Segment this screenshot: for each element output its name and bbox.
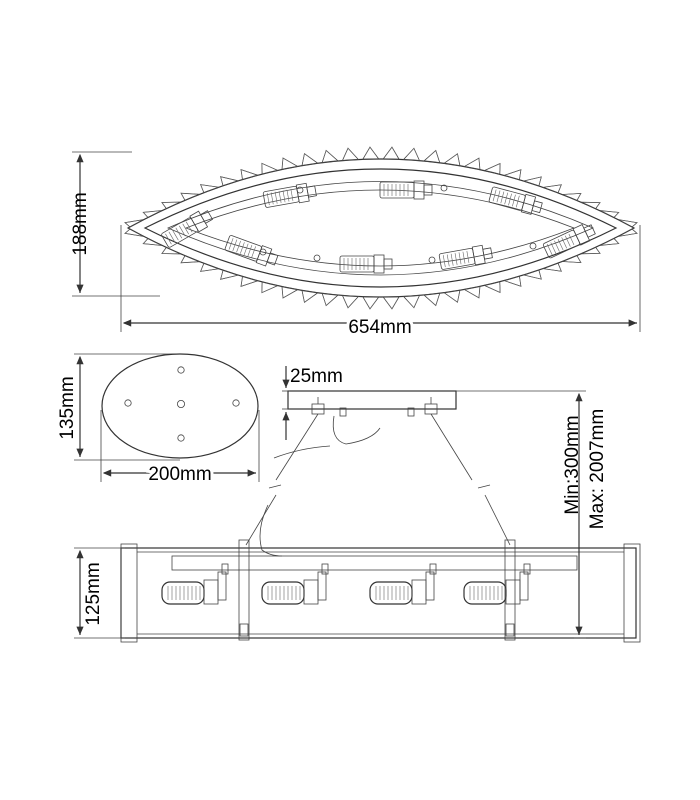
canopy-depth-label: 25mm xyxy=(290,366,343,387)
crystal-tooth xyxy=(180,255,200,264)
spotlight xyxy=(161,563,229,605)
suspension-min-label: Min:300mm xyxy=(562,415,583,514)
crystal-tooth xyxy=(341,147,360,162)
spotlight xyxy=(339,254,393,274)
crystal-tooth xyxy=(580,201,601,210)
crystal-tooth xyxy=(580,246,601,255)
canopy-height-label: 135mm xyxy=(57,376,78,439)
spotlights-side xyxy=(161,563,531,605)
fixture-top-outline xyxy=(124,146,638,310)
crystal-tooth xyxy=(362,296,380,310)
top-view: 188mm 654mm xyxy=(70,146,641,341)
canopy-width-label: 200mm xyxy=(148,464,211,485)
spotlight xyxy=(261,563,329,605)
crystal-tooth xyxy=(124,219,145,228)
canopy-height-dimension: 135mm xyxy=(57,353,180,461)
crystal-tooth xyxy=(483,162,501,175)
crystal-tooth xyxy=(124,228,145,237)
crystal-tooth xyxy=(463,157,481,171)
crystal-tooth xyxy=(161,201,182,210)
crystal-tooth xyxy=(402,147,421,162)
crystal-tooth xyxy=(321,292,340,307)
crystal-tooth xyxy=(180,192,200,201)
crystal-tooth xyxy=(422,149,441,164)
crystal-tooth xyxy=(261,281,279,294)
crystal-tooth xyxy=(463,285,481,299)
crystal-tooth xyxy=(561,192,582,201)
spotlight xyxy=(161,210,214,248)
crystal-tooth xyxy=(617,228,638,237)
spotlight xyxy=(463,563,531,605)
body-height-label: 125mm xyxy=(83,562,104,625)
spotlight xyxy=(262,182,317,208)
crystal-tooth xyxy=(402,294,421,309)
suspension-dimension: Min:300mm Max: 2007mm xyxy=(456,390,608,639)
top-width-dimension: 654mm xyxy=(120,225,641,341)
top-width-label: 654mm xyxy=(348,317,411,338)
crystal-tooth xyxy=(321,149,340,164)
spotlights-top xyxy=(161,180,596,274)
crystal-tooth xyxy=(362,146,380,160)
spotlight xyxy=(369,563,437,605)
crystal-tooth xyxy=(382,146,400,160)
canopy-side xyxy=(287,390,457,410)
crystal-tooth xyxy=(161,246,182,255)
crystal-tooth xyxy=(561,255,582,264)
crystal-tooth xyxy=(483,281,501,294)
side-view: 25mm xyxy=(74,366,641,643)
canopy-plate xyxy=(101,353,259,459)
top-height-dimension: 188mm xyxy=(70,151,160,297)
crystal-tooth xyxy=(341,294,360,309)
spotlight xyxy=(542,224,596,259)
crystal-tooth xyxy=(422,292,441,307)
canopy-view: 135mm 200mm xyxy=(57,353,260,488)
crystal-tooth xyxy=(617,219,638,228)
crystal-tooth xyxy=(281,157,299,170)
top-height-label: 188mm xyxy=(70,192,91,255)
spotlight xyxy=(379,180,433,200)
spotlight xyxy=(224,235,279,267)
spotlight xyxy=(438,244,493,270)
canopy-width-dimension: 200mm xyxy=(100,410,260,488)
crystal-tooth xyxy=(261,162,279,175)
body-height-dimension: 125mm xyxy=(74,547,125,639)
suspension-cables xyxy=(245,413,511,557)
fixture-body-side xyxy=(120,539,641,643)
crystal-teeth xyxy=(124,146,638,310)
crystal-tooth xyxy=(382,296,400,310)
suspension-max-label: Max: 2007mm xyxy=(587,409,608,529)
crystal-tooth xyxy=(281,286,299,299)
spotlight xyxy=(488,186,543,215)
canopy-depth-dimension: 25mm xyxy=(282,366,343,440)
